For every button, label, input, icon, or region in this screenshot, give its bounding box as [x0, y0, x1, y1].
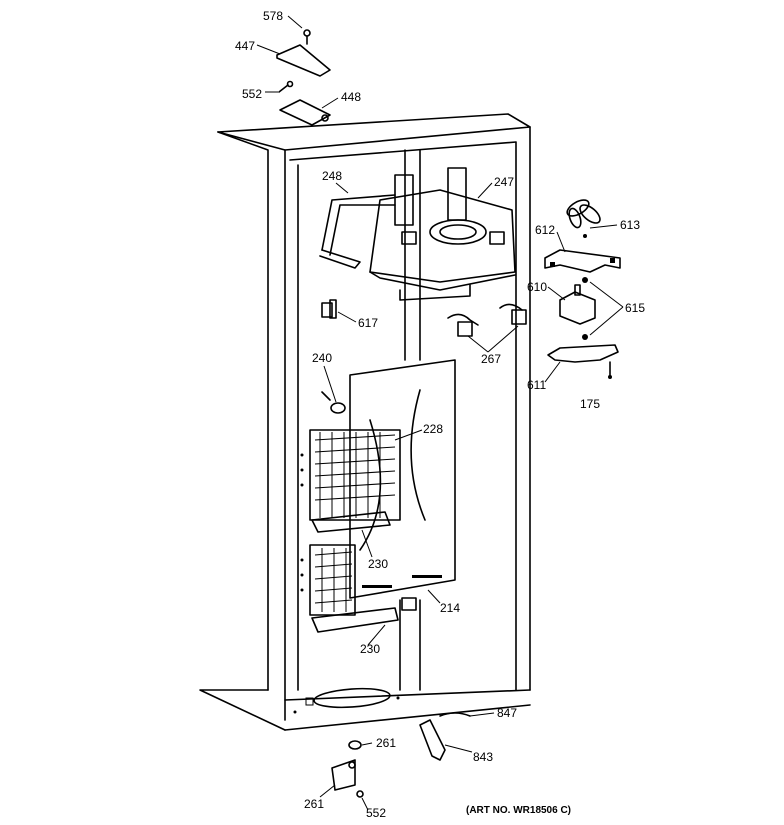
bottom-hinge-parts	[331, 712, 471, 798]
callout-613: 613	[620, 218, 640, 232]
callout-611: 611	[527, 378, 546, 392]
callout-175: 175	[580, 397, 600, 411]
callout-247: 247	[494, 175, 514, 189]
callout-228: 228	[423, 422, 443, 436]
callout-230-upper: 230	[368, 557, 388, 571]
callout-261-lower: 261	[304, 797, 324, 811]
leader-lines	[256, 15, 624, 811]
callout-447: 447	[235, 39, 255, 53]
callout-214: 214	[440, 601, 460, 615]
callout-248: 248	[322, 169, 342, 183]
freezer-cabinet	[199, 113, 531, 731]
callout-843: 843	[473, 750, 493, 764]
callout-261-upper: 261	[376, 736, 396, 750]
callout-240: 240	[312, 351, 332, 365]
callout-labels: 578 447 552 448 248 247 613 612 610 615 …	[235, 9, 645, 820]
callout-612: 612	[535, 223, 555, 237]
fan-motor-parts	[544, 199, 621, 379]
callout-230-lower: 230	[360, 642, 380, 656]
callout-615: 615	[625, 301, 645, 315]
top-hinge-parts	[276, 29, 331, 126]
callout-552-top: 552	[242, 87, 262, 101]
callout-610: 610	[527, 280, 547, 294]
callout-578: 578	[263, 9, 283, 23]
art-number: (ART NO. WR18506 C)	[466, 805, 571, 816]
callout-267: 267	[481, 352, 501, 366]
callout-552-bottom: 552	[366, 806, 386, 820]
callout-847: 847	[497, 706, 517, 720]
small-switch-parts	[321, 299, 527, 337]
evaporator-and-cover	[300, 359, 456, 633]
callout-448: 448	[341, 90, 361, 104]
fan-shroud-assembly	[319, 167, 516, 301]
callout-617: 617	[358, 316, 378, 330]
